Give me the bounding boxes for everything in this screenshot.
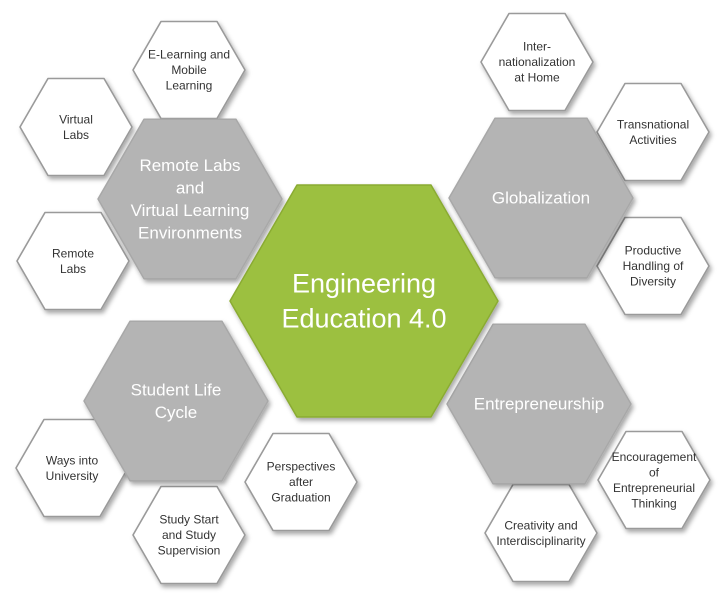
category-hex-student-life-cycle-label-line: Student Life: [131, 380, 222, 399]
category-hex-globalization: Globalization: [448, 117, 634, 279]
leaf-hex-diversity-shape: [596, 216, 710, 316]
leaf-hex-internationalization-label-line: at Home: [514, 71, 560, 85]
category-hex-entrepreneurship-shape: [446, 323, 632, 485]
leaf-hex-perspectives-label-line: after: [289, 475, 313, 489]
category-hex-entrepreneurship-label-line: Entrepreneurship: [474, 395, 604, 414]
leaf-hex-virtual-labs-shape: [19, 77, 133, 177]
leaf-hex-virtual-labs-label-line: Virtual: [59, 112, 93, 126]
leaf-hex-creativity-label-line: Creativity and: [504, 518, 577, 532]
leaf-hex-encouragement-label-line: Entrepreneurial: [613, 481, 695, 495]
leaf-hex-diversity-label-line: Productive: [625, 244, 682, 258]
leaf-hex-internationalization: Inter-nationalization at Home: [480, 12, 594, 112]
leaf-hex-internationalization-shape: [480, 12, 594, 112]
leaf-hex-e-learning-label-line: Learning: [166, 79, 213, 93]
leaf-hex-creativity-label-line: Interdisciplinarity: [496, 534, 585, 548]
center-hex-label-line: Education 4.0: [281, 304, 446, 334]
leaf-hex-encouragement-shape: [597, 430, 711, 530]
category-hex-remote-labs-label-line: Remote Labs: [139, 156, 240, 175]
category-hex-remote-labs-label-line: Environments: [138, 223, 242, 242]
leaf-hex-e-learning-label-line: Mobile: [171, 63, 207, 77]
leaf-hex-study-start-label-line: Supervision: [158, 544, 221, 558]
leaf-hex-ways-into-university-label-line: Ways into: [46, 453, 99, 467]
category-hex-globalization-label-line: Globalization: [492, 189, 590, 208]
category-hex-remote-labs-label-line: Virtual Learning: [131, 201, 250, 220]
center-hex-shape: [229, 184, 499, 418]
category-hex-remote-labs-shape: [97, 118, 283, 280]
leaf-hex-e-learning-label-line: E-Learning and: [148, 48, 230, 62]
leaf-hex-e-learning-shape: [132, 20, 246, 120]
category-hex-globalization-shape: [448, 117, 634, 279]
leaf-hex-creativity-shape: [484, 483, 598, 583]
leaf-hex-encouragement-label-line: Thinking: [631, 496, 676, 510]
leaf-hex-diversity-label-line: Handling of: [623, 259, 684, 273]
category-hex-student-life-cycle-label-line: Cycle: [155, 403, 198, 422]
leaf-hex-remote-labs-leaf-label-line: Remote: [52, 246, 94, 260]
category-hex-entrepreneurship: Entrepreneurship: [446, 323, 632, 485]
leaf-hex-remote-labs-leaf-shape: [16, 211, 130, 311]
category-hex-remote-labs-label-line: and: [176, 178, 204, 197]
leaf-hex-ways-into-university-label-line: University: [46, 469, 99, 483]
leaf-hex-study-start-label-line: and Study: [162, 528, 216, 542]
center-hex-label-line: Engineering: [292, 269, 436, 299]
leaf-hex-internationalization-label-line: Inter-: [523, 40, 551, 54]
leaf-hex-internationalization-label-line: nationalization: [499, 55, 576, 69]
leaf-hex-perspectives-label-line: Graduation: [271, 491, 330, 505]
leaf-hex-perspectives-label-line: Perspectives: [267, 460, 336, 474]
leaf-layer: E-Learning andMobileLearningVirtualLabsR…: [15, 12, 711, 585]
leaf-hex-perspectives-shape: [244, 432, 358, 532]
leaf-hex-diversity-label-line: Diversity: [630, 275, 676, 289]
leaf-hex-transnational-label-line: Activities: [629, 133, 676, 147]
leaf-hex-encouragement-label-line: Encouragement: [612, 450, 697, 464]
leaf-hex-study-start-shape: [132, 485, 246, 585]
leaf-hex-transnational-label-line: Transnational: [617, 117, 689, 131]
category-hex-student-life-cycle-shape: [83, 320, 269, 482]
leaf-hex-study-start-label-line: Study Start: [159, 513, 219, 527]
leaf-hex-remote-labs-leaf-label-line: Labs: [60, 262, 86, 276]
leaf-hex-virtual-labs-label-line: Labs: [63, 128, 89, 142]
leaf-hex-encouragement-label-line: of: [649, 465, 660, 479]
leaf-hex-transnational-shape: [596, 82, 710, 182]
